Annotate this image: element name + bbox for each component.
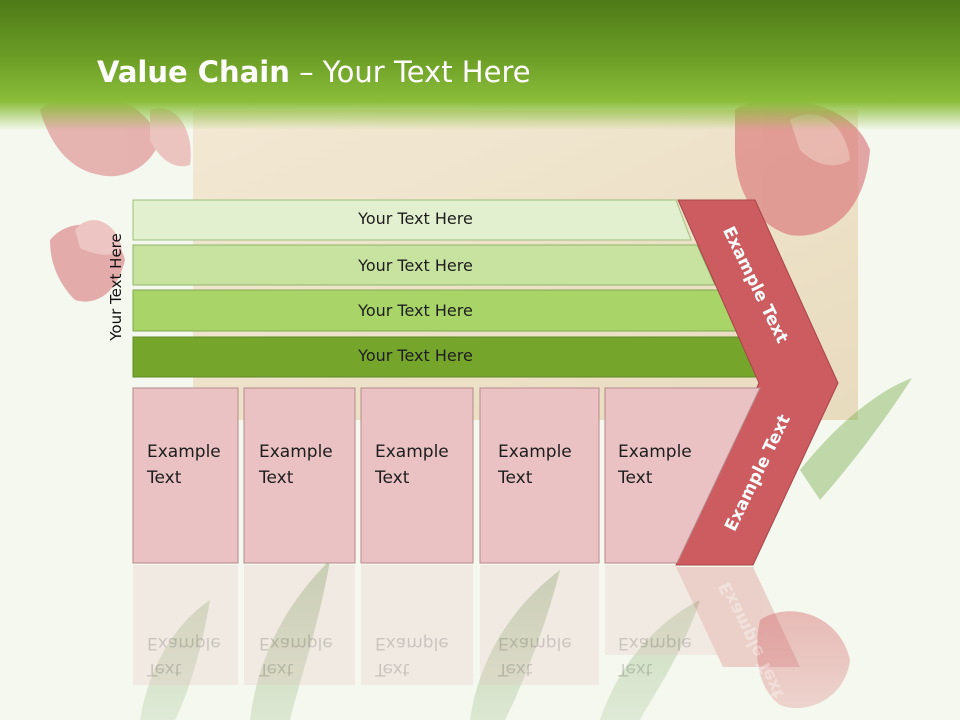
bar-4-label: Your Text Here	[358, 346, 473, 365]
bar-2-label: Your Text Here	[358, 256, 473, 275]
box-2-reflection-line2: Text	[259, 659, 294, 679]
bar-2-shape	[132, 244, 716, 286]
box-1-reflection-line1: Example	[147, 633, 221, 653]
bar-3-label: Your Text Here	[358, 301, 473, 320]
box-3-shape	[360, 387, 474, 564]
leaf-right	[800, 378, 912, 500]
side-label: Your Text Here	[107, 233, 125, 341]
box-1-shape	[132, 387, 239, 564]
box-4-reflection-line2: Text	[498, 659, 533, 679]
box-5-reflection-line2: Text	[618, 659, 653, 679]
box-2-line2: Text	[259, 468, 294, 488]
chevron-shape	[675, 199, 839, 566]
title-bold: Value Chain	[97, 55, 290, 89]
box-3-line2: Text	[375, 468, 410, 488]
header-band	[0, 0, 960, 130]
box-4-line2: Text	[498, 468, 533, 488]
box-5-line2: Text	[618, 468, 653, 488]
box-3-reflection-line1: Example	[375, 633, 449, 653]
box-3-reflection: Text Example	[375, 630, 449, 682]
bar-1-label: Your Text Here	[358, 209, 473, 228]
box-5-line1: Example	[618, 442, 692, 462]
box-1-line2: Text	[147, 468, 182, 488]
box-2-reflection: Text Example	[259, 630, 333, 682]
title-rest: – Your Text Here	[289, 55, 531, 89]
box-5-reflection: Text Example	[618, 630, 692, 682]
box-4-reflection: Text Example	[498, 630, 572, 682]
box-1-reflection-line2: Text	[147, 659, 182, 679]
box-3-reflection-line2: Text	[375, 659, 410, 679]
box-5-shape	[604, 387, 761, 564]
slide-title: Value Chain – Your Text Here	[97, 55, 531, 89]
box-2-reflection-line1: Example	[259, 633, 333, 653]
tulip-left-mid	[50, 220, 125, 302]
box-4-line1: Example	[498, 442, 572, 462]
reflection	[133, 565, 800, 685]
box-1-line1: Example	[147, 442, 221, 462]
box-5-reflection-line1: Example	[618, 633, 692, 653]
box-2-line1: Example	[259, 442, 333, 462]
box-4-shape	[479, 387, 600, 564]
box-2-shape	[243, 387, 356, 564]
box-3-line1: Example	[375, 442, 449, 462]
box-1-reflection: Text Example	[147, 630, 221, 682]
box-4-reflection-line1: Example	[498, 633, 572, 653]
bar-1-shape	[132, 199, 692, 241]
